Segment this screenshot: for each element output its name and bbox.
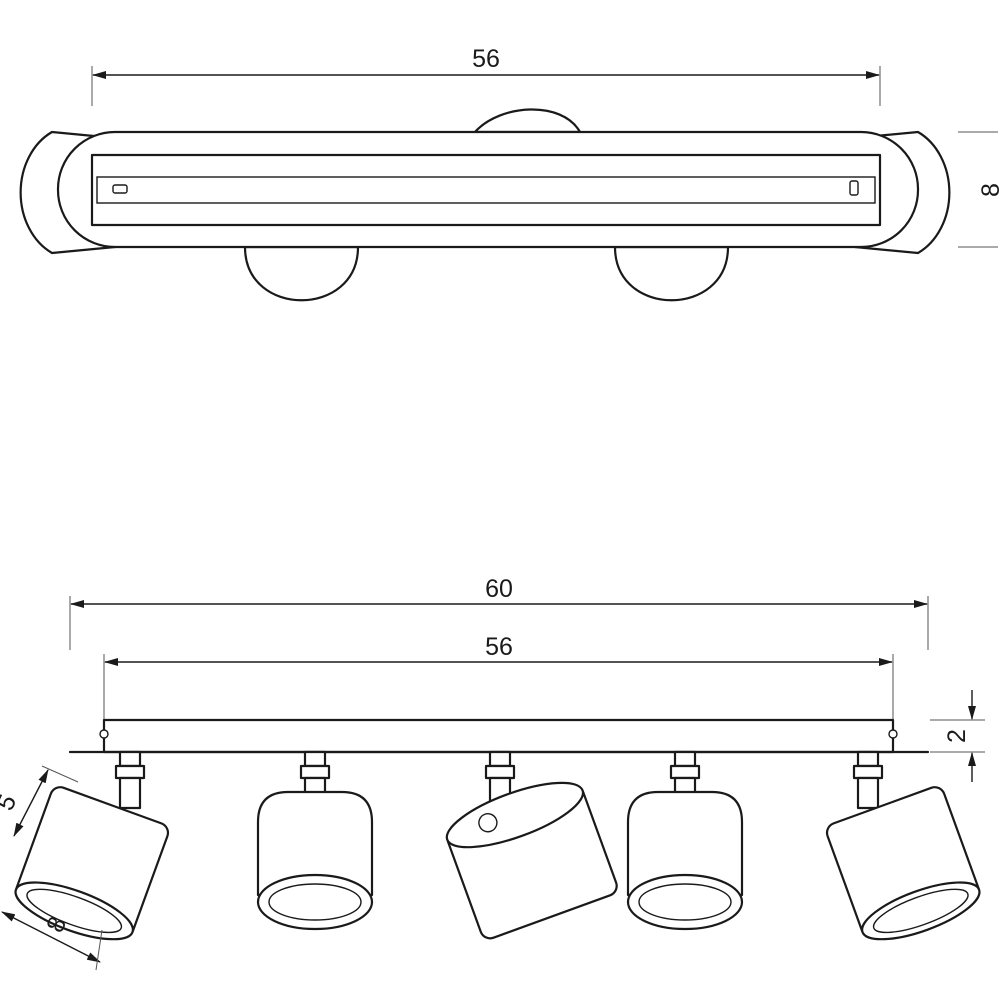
bottom-spot-1-outline bbox=[243, 245, 360, 302]
right-screw-slot bbox=[849, 180, 859, 196]
spotlight-5 bbox=[825, 750, 981, 941]
bottom-spot-2-outline bbox=[613, 245, 730, 302]
inner-width-dimension: 56 bbox=[103, 633, 894, 720]
inner-width-label: 56 bbox=[485, 633, 513, 661]
base-plate bbox=[102, 718, 895, 754]
spotlight-3 bbox=[445, 750, 618, 940]
top-spot-outline bbox=[473, 108, 582, 134]
top-view: 56 8 bbox=[19, 45, 1000, 302]
overall-width-dimension: 60 bbox=[69, 575, 929, 650]
base-height-dimension: 2 bbox=[930, 690, 985, 782]
top-width-label: 56 bbox=[472, 45, 500, 73]
mounting-bracket-outer bbox=[90, 153, 882, 227]
base-height-label: 2 bbox=[943, 729, 971, 743]
spotlight-1 bbox=[14, 750, 170, 941]
mounting-bracket-inner bbox=[96, 176, 876, 204]
spotlight-2 bbox=[256, 750, 374, 931]
overall-width-label: 60 bbox=[485, 575, 513, 603]
top-height-label: 8 bbox=[977, 183, 1000, 197]
left-screw-slot bbox=[112, 184, 128, 194]
top-width-dimension: 56 bbox=[91, 45, 881, 106]
front-view: 60 56 2 bbox=[0, 575, 985, 971]
spot-height-label: 5 bbox=[0, 790, 22, 814]
top-height-dimension: 8 bbox=[958, 131, 1000, 248]
ceiling-plate bbox=[56, 130, 920, 249]
spotlight-4 bbox=[626, 750, 744, 931]
